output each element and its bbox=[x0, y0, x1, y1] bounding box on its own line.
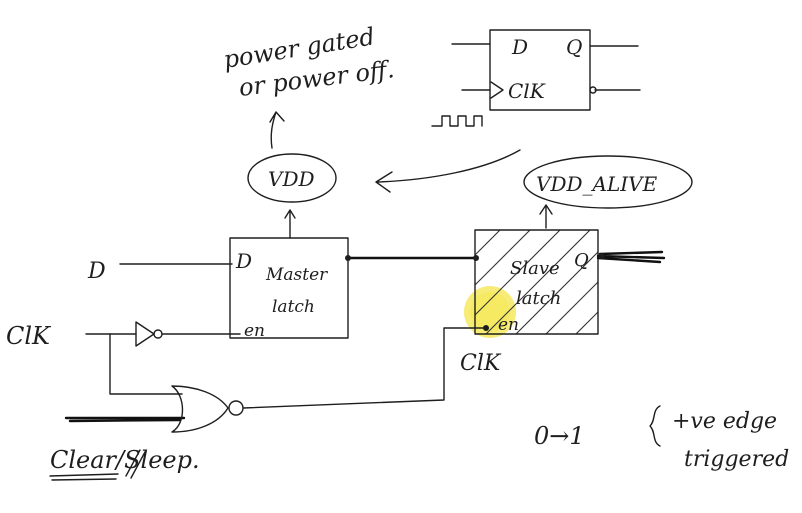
clear-slash bbox=[125, 449, 146, 479]
flip-flop-symbol: D Q ClK bbox=[451, 29, 641, 111]
cursor-highlight bbox=[464, 286, 516, 338]
slave-output-wire bbox=[596, 250, 666, 264]
ff-clk-label: ClK bbox=[508, 79, 546, 103]
clock-waveform bbox=[431, 115, 483, 127]
nor-gate bbox=[171, 385, 229, 433]
ff-q-label: Q bbox=[566, 35, 582, 59]
master-title-line1: Master bbox=[265, 265, 328, 285]
slave-en-pin: en bbox=[498, 315, 519, 335]
clk-slave-label: ClK bbox=[460, 351, 502, 376]
vdd-alive-label: VDD_ALIVE bbox=[536, 172, 658, 196]
edge-note-line2: triggered bbox=[684, 447, 789, 472]
slave-q-pin: Q bbox=[574, 250, 589, 271]
edge-note-line1: +ve edge bbox=[672, 409, 777, 434]
vdd-alive-supply bbox=[523, 155, 693, 209]
vdd-pointer-arrow bbox=[375, 149, 521, 193]
vdd-up-arrow bbox=[284, 209, 296, 239]
master-en-pin: en bbox=[244, 321, 265, 341]
clear-sleep-wire bbox=[64, 416, 186, 423]
clk-inverter bbox=[135, 321, 155, 347]
d-input-label: D bbox=[87, 259, 106, 284]
vdd-alive-up-arrow bbox=[539, 204, 553, 229]
slave-latch-box bbox=[474, 229, 599, 335]
clear-underline bbox=[49, 473, 119, 481]
nor-to-slave-en-wire bbox=[242, 327, 487, 409]
clk-inverter-bubble bbox=[153, 329, 163, 339]
clk-to-nor-wire bbox=[109, 333, 183, 395]
master-d-pin: D bbox=[235, 249, 252, 273]
ff-d-label: D bbox=[511, 35, 528, 59]
master-latch-box bbox=[229, 237, 349, 339]
master-title-line2: latch bbox=[272, 297, 315, 317]
slave-d-node bbox=[473, 255, 479, 261]
power-gated-arrow bbox=[269, 111, 285, 149]
slave-title-line1: Slave bbox=[510, 258, 560, 279]
master-q-node bbox=[345, 255, 351, 261]
slave-q-node bbox=[599, 253, 605, 259]
slave-title-line2: latch bbox=[516, 288, 561, 309]
brace bbox=[649, 405, 661, 447]
vdd-supply bbox=[247, 153, 337, 203]
nor-gate-bubble bbox=[228, 400, 244, 416]
clear-sleep-label: Clear/Sleep. bbox=[50, 446, 200, 474]
clk-input-label: ClK bbox=[6, 322, 52, 350]
slave-en-node bbox=[483, 325, 489, 331]
vdd-label: VDD bbox=[268, 167, 315, 191]
transition-note: 0→1 bbox=[534, 422, 585, 450]
